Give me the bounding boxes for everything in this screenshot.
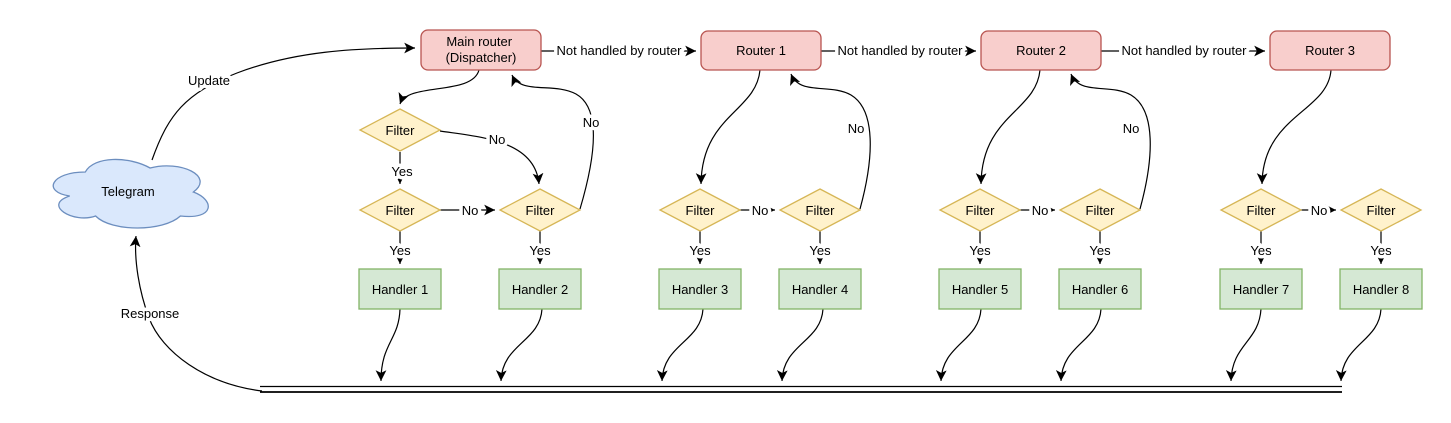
- handler5-label: Handler 5: [952, 282, 1008, 297]
- router1-filter-no-label: No: [752, 203, 769, 218]
- not-handled-label-2: Not handled by router: [837, 43, 963, 58]
- router2-filter-left-label: Filter: [966, 203, 996, 218]
- router1-return-no-edge: [790, 73, 871, 210]
- main-router-node: [420, 29, 542, 71]
- handler2-node: [498, 268, 582, 310]
- main-filter-no-label: No: [462, 203, 479, 218]
- handler2-label: Handler 2: [512, 282, 568, 297]
- main-return-no-edge: [511, 74, 594, 210]
- router3-filter-no-label: No: [1311, 203, 1328, 218]
- telegram-cloud: [52, 158, 209, 229]
- handler6-label: Handler 6: [1072, 282, 1128, 297]
- router3-filter-left-yes-label: Yes: [1250, 243, 1272, 258]
- main-filter-top: [358, 108, 442, 152]
- router1-label: Router 1: [736, 43, 786, 58]
- router1-filter-left: [658, 188, 742, 232]
- not-handled-label-1: Not handled by router: [556, 43, 682, 58]
- main-filter-right-yes-label: Yes: [529, 243, 551, 258]
- router1-filter-left-label: Filter: [686, 203, 716, 218]
- handler3-label: Handler 3: [672, 282, 728, 297]
- handler7-node: [1219, 268, 1303, 310]
- edges: [129, 42, 1387, 393]
- router1-filter-right-label: Filter: [806, 203, 836, 218]
- router3-filter-right-yes-label: Yes: [1370, 243, 1392, 258]
- handler5-response-edge: [935, 308, 982, 382]
- handler7-label: Handler 7: [1233, 282, 1289, 297]
- nodes: Telegram Main router (Dispatcher) Router…: [52, 29, 1423, 310]
- main-return-no-label: No: [583, 115, 600, 130]
- handler4-label: Handler 4: [792, 282, 848, 297]
- router3-filter-left-label: Filter: [1247, 203, 1277, 218]
- router1-filter-right-yes-label: Yes: [809, 243, 831, 258]
- main-filter-left-label: Filter: [386, 203, 416, 218]
- handler8-label: Handler 8: [1353, 282, 1409, 297]
- router3-filter-left: [1219, 188, 1303, 232]
- handler7-response-edge: [1225, 308, 1262, 382]
- router1-filter-right: [778, 188, 862, 232]
- router2-filter-left: [938, 188, 1022, 232]
- handler1-node: [358, 268, 442, 310]
- main-filter-right-label: Filter: [526, 203, 556, 218]
- main-filter-right: [498, 188, 582, 232]
- router2-filter-left-yes-label: Yes: [969, 243, 991, 258]
- response-label: Response: [121, 306, 180, 321]
- telegram-label: Telegram: [101, 184, 154, 199]
- main-top-filter-no-label: No: [489, 132, 506, 147]
- router2-label: Router 2: [1016, 43, 1066, 58]
- router1-return-no-label: No: [848, 121, 865, 136]
- main-filter-top-label: Filter: [386, 123, 416, 138]
- not-handled-label-3: Not handled by router: [1121, 43, 1247, 58]
- handler4-response-edge: [776, 308, 824, 382]
- main-top-filter-no-edge: [439, 130, 544, 185]
- handler4-node: [778, 268, 862, 310]
- handler8-response-edge: [1335, 308, 1382, 382]
- router3-filter-right-label: Filter: [1367, 203, 1397, 218]
- main-router-label-line2: (Dispatcher): [446, 50, 517, 65]
- router2-filter-right-yes-label: Yes: [1089, 243, 1111, 258]
- router2-filter-no-label: No: [1032, 203, 1049, 218]
- router3-label: Router 3: [1305, 43, 1355, 58]
- handler3-node: [658, 268, 742, 310]
- router2-to-filter-edge: [975, 69, 1041, 185]
- handler1-label: Handler 1: [372, 282, 428, 297]
- handler8-node: [1339, 268, 1423, 310]
- router2-filter-right-label: Filter: [1086, 203, 1116, 218]
- router2-return-no-label: No: [1123, 121, 1140, 136]
- main-router-label-line1: Main router: [446, 34, 512, 49]
- main-top-filter-yes-label: Yes: [391, 164, 413, 179]
- main-filter-left: [358, 188, 442, 232]
- update-edge: [151, 42, 416, 161]
- handler5-node: [938, 268, 1022, 310]
- handler6-response-edge: [1055, 308, 1102, 382]
- edge-labels: Update Response Not handled by router No…: [117, 40, 1395, 325]
- router1-node: [700, 30, 822, 71]
- main-filter-left-yes-label: Yes: [389, 243, 411, 258]
- handler2-response-edge: [495, 308, 543, 382]
- router1-filter-left-yes-label: Yes: [689, 243, 711, 258]
- handler6-node: [1058, 268, 1142, 310]
- main-router-to-filter-edge: [398, 69, 480, 105]
- router3-node: [1269, 30, 1391, 71]
- handler3-response-edge: [656, 308, 704, 382]
- router2-node: [980, 30, 1102, 71]
- update-label: Update: [188, 73, 230, 88]
- router2-filter-right: [1058, 188, 1142, 232]
- router3-to-filter-edge: [1256, 69, 1332, 185]
- main-router-label: Main router (Dispatcher): [446, 34, 517, 65]
- router2-return-no-edge: [1070, 73, 1151, 210]
- router3-filter-right: [1339, 188, 1423, 232]
- router1-to-filter-edge: [695, 69, 761, 185]
- handler1-response-edge: [375, 308, 401, 382]
- response-edge: [129, 235, 263, 392]
